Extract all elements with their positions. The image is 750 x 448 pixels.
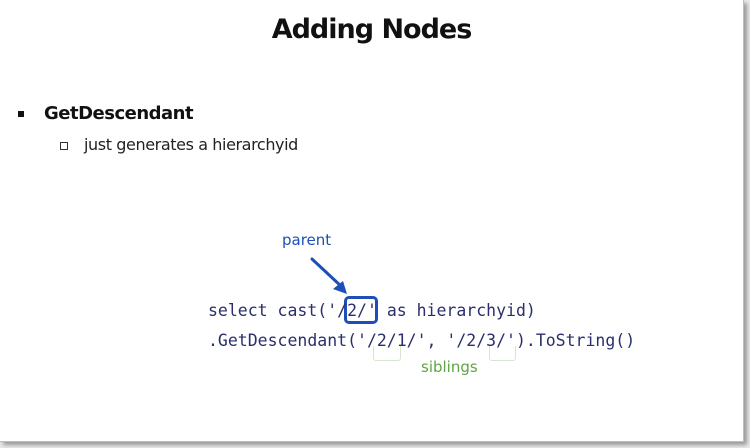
sub-bullet-item: just generates a hierarchyid — [60, 135, 298, 154]
bullet-item: GetDescendant — [18, 103, 194, 124]
slide-title: Adding Nodes — [271, 14, 473, 45]
bullet-square-icon — [18, 110, 24, 117]
sibling-highlight-box — [373, 346, 401, 361]
parent-annotation: parent — [282, 231, 332, 249]
code-segment: ' as hierarchyid) — [366, 301, 536, 320]
code-line-2: .GetDescendant('/2/1/', '/2/3/').ToStrin… — [208, 331, 636, 350]
siblings-annotation: siblings — [421, 358, 478, 376]
sibling-highlight-box — [489, 346, 516, 361]
code-segment: select cast(' — [208, 301, 338, 320]
sub-bullet-text: just generates a hierarchyid — [84, 135, 298, 154]
parent-highlight-box — [344, 296, 378, 324]
hollow-square-icon — [60, 142, 68, 150]
slide: Adding Nodes GetDescendant just generate… — [0, 0, 744, 442]
code-highlighted-segment: /2/ — [337, 301, 367, 320]
arrow-icon — [310, 257, 347, 294]
code-line-1: select cast('/2/' as hierarchyid) — [208, 301, 536, 320]
bullet-text: GetDescendant — [44, 103, 194, 124]
